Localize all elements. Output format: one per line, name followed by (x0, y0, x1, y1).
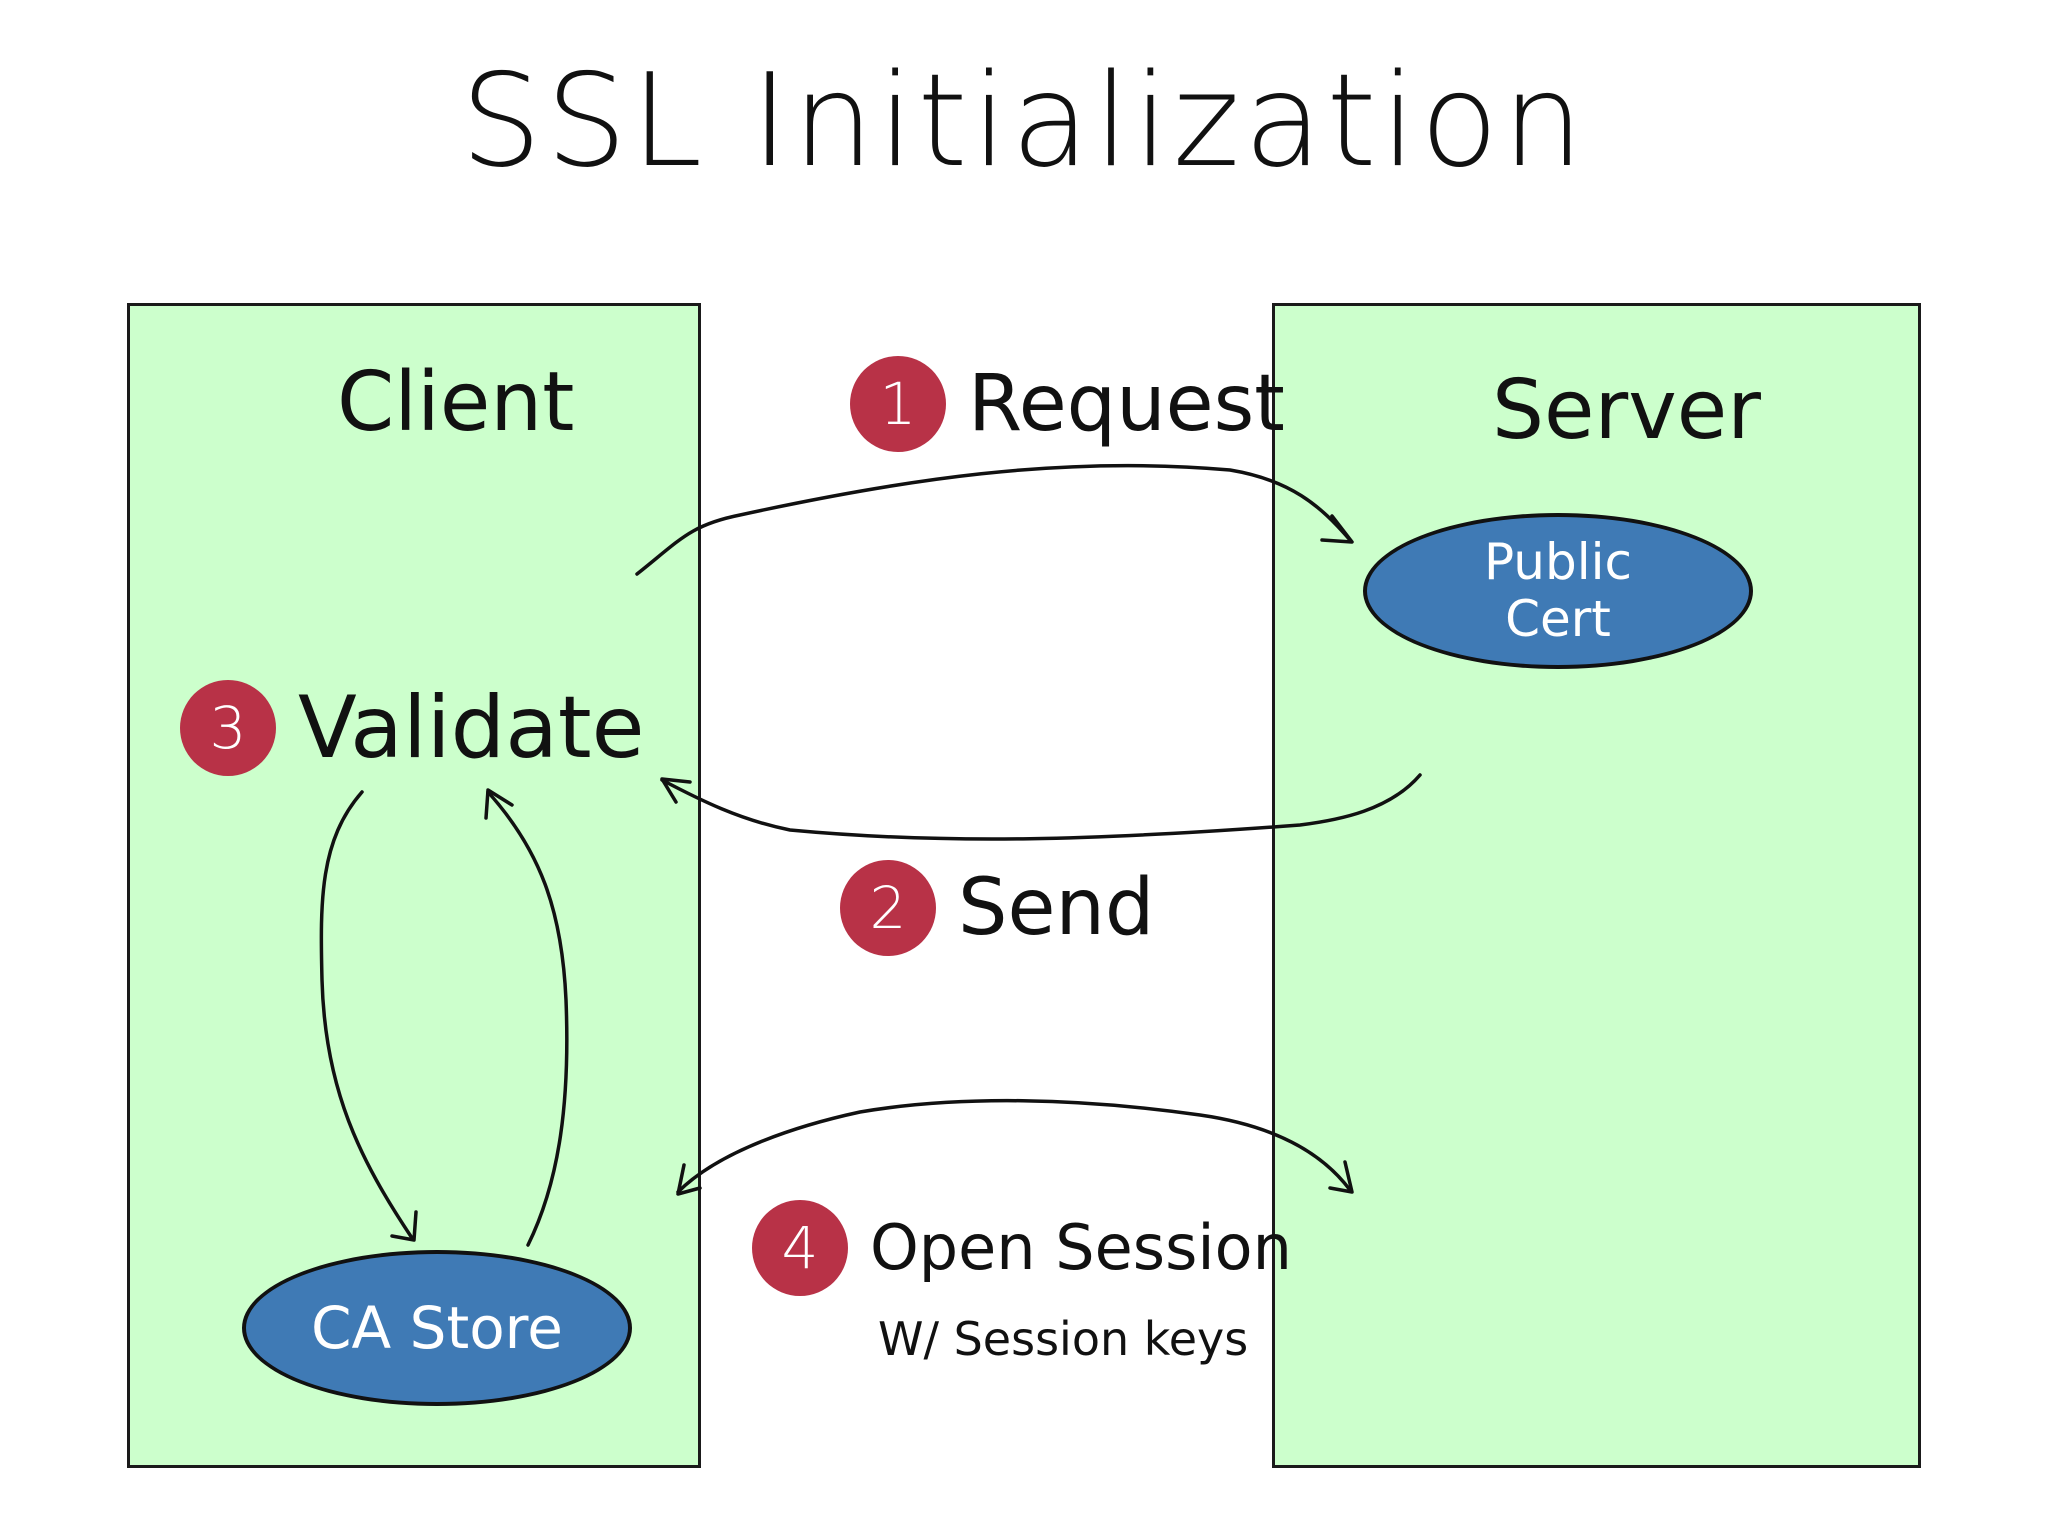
server-label: Server (1492, 363, 1761, 458)
step-send: 2 Send (840, 860, 1154, 956)
public-cert-line1: Public (1484, 532, 1632, 591)
step-4-label: Open Session (870, 1211, 1292, 1284)
step-3-badge: 3 (180, 680, 276, 776)
step-1-label: Request (968, 359, 1285, 449)
step-1-badge: 1 (850, 356, 946, 452)
public-cert-line2: Cert (1505, 590, 1611, 648)
open-session-arrow (676, 1098, 1352, 1194)
step-4-badge: 4 (752, 1200, 848, 1296)
diagram-title: SSL Initialization (460, 47, 1588, 196)
ca-store-label: CA Store (311, 1294, 563, 1362)
step-3-label: Validate (298, 678, 645, 778)
step-2-badge: 2 (840, 860, 936, 956)
public-cert-node: Public Cert (1363, 513, 1753, 669)
client-label: Client (337, 355, 575, 450)
step-2-label: Send (958, 863, 1155, 953)
step-validate: 3 Validate (180, 680, 645, 776)
step-request: 1 Request (850, 356, 1285, 452)
server-panel (1272, 303, 1921, 1468)
step-open-session: 4 Open Session (752, 1200, 1292, 1296)
step-4-sublabel: W/ Session keys (878, 1312, 1249, 1366)
request-arrow (635, 463, 1352, 576)
ca-store-node: CA Store (242, 1250, 632, 1406)
